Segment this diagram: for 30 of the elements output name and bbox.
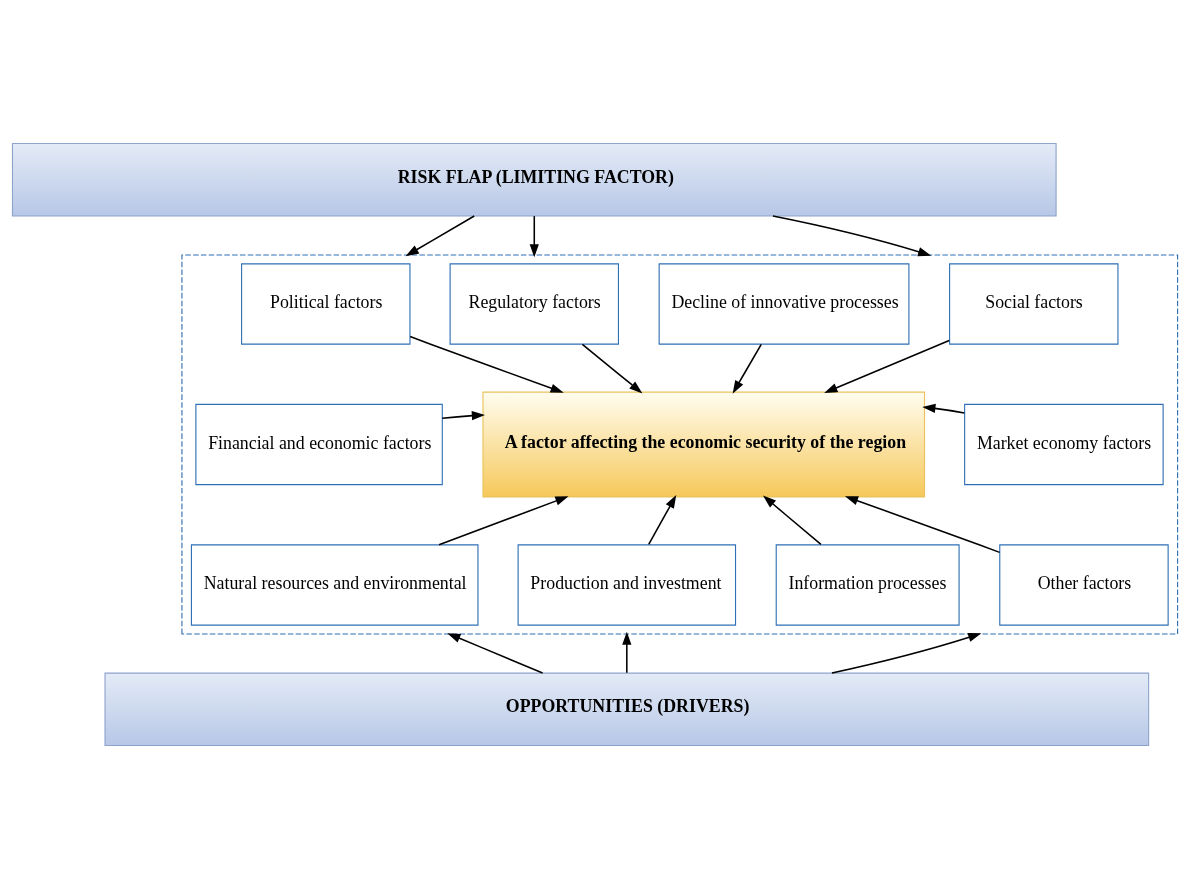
arrow	[581, 343, 643, 394]
node-box: Other factors	[999, 544, 1169, 626]
arrow	[772, 215, 932, 257]
node-box: A factor affecting the economic security of the region	[482, 391, 926, 498]
arrow	[647, 495, 677, 546]
arrow	[447, 633, 544, 674]
cluster	[181, 254, 1179, 635]
arrow	[529, 215, 539, 258]
arrow	[732, 343, 762, 394]
arrow	[844, 496, 1001, 554]
node-box: Market economy factors	[964, 403, 1164, 486]
arrow	[441, 411, 485, 421]
arrow	[405, 215, 476, 257]
arrow	[922, 403, 966, 414]
node-box: Political factors	[241, 263, 411, 345]
node-box: Regulatory factors	[449, 263, 619, 345]
arrow	[438, 496, 569, 546]
arrow	[409, 335, 564, 393]
arrow	[762, 495, 822, 546]
node-box: Social factors	[949, 263, 1119, 345]
node-box: RISK FLAP (LIMITING FACTOR)	[11, 142, 1057, 217]
node-box: Financial and economic factors	[195, 403, 443, 486]
arrow	[622, 631, 632, 674]
arrow	[824, 339, 950, 393]
arrow	[831, 633, 982, 674]
node-box: Production and investment	[517, 544, 737, 626]
node-box: Natural resources and environmental	[190, 544, 479, 626]
node-box: Information processes	[775, 544, 960, 626]
node-box: Decline of innovative processes	[658, 263, 910, 345]
node-box: OPPORTUNITIES (DRIVERS)	[104, 672, 1150, 747]
